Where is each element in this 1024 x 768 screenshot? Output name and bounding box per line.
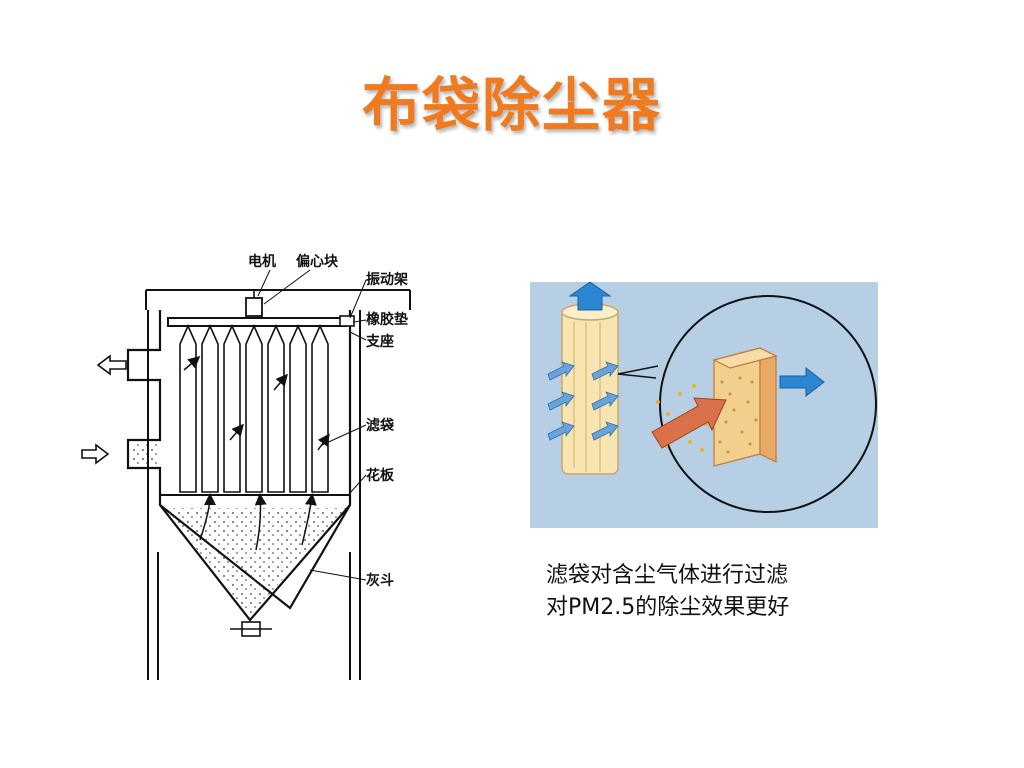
clean-air-up-arrow-icon	[568, 282, 612, 311]
slide-title: 布袋除尘器	[361, 71, 662, 139]
outlet-arrow-icon	[96, 354, 127, 376]
filter-bag-cylinder	[561, 309, 619, 475]
label-support: 支座	[365, 333, 394, 350]
label-eccentric-block: 偏心块	[296, 253, 339, 270]
discharge-valve	[230, 621, 272, 637]
dusty-gas-arrow-icon	[651, 397, 727, 449]
support-legs	[147, 310, 361, 680]
label-vibration-frame: 振动架	[366, 271, 408, 288]
housing-body	[126, 310, 352, 610]
label-ash-hopper: 灰斗	[366, 572, 394, 589]
label-rubber-pad: 橡胶垫	[366, 311, 408, 328]
label-filter-bag: 滤袋	[366, 417, 395, 434]
filter-medium-block	[712, 347, 778, 467]
caption-line-1: 滤袋对含尘气体进行过滤	[546, 563, 789, 588]
vibration-frame	[167, 317, 347, 327]
caption: 滤袋对含尘气体进行过滤 对PM2.5的除尘效果更好	[546, 560, 886, 624]
bag-filter-diagram: 电机 偏心块 振动架 橡胶垫 支座 滤袋 花板 灰斗	[81, 253, 411, 680]
inlet-arrow-icon	[81, 443, 110, 465]
clean-gas-arrow-icon	[779, 366, 825, 398]
motor	[245, 297, 263, 317]
hopper-dust	[164, 508, 346, 616]
rubber-pad	[339, 315, 355, 327]
label-motor: 电机	[248, 253, 276, 270]
filter-bags	[179, 324, 329, 493]
caption-line-2: 对PM2.5的除尘效果更好	[546, 595, 790, 620]
label-tube-sheet: 花板	[366, 467, 395, 484]
dusty-air-arrows	[547, 361, 619, 441]
filtration-illustration	[530, 282, 878, 528]
